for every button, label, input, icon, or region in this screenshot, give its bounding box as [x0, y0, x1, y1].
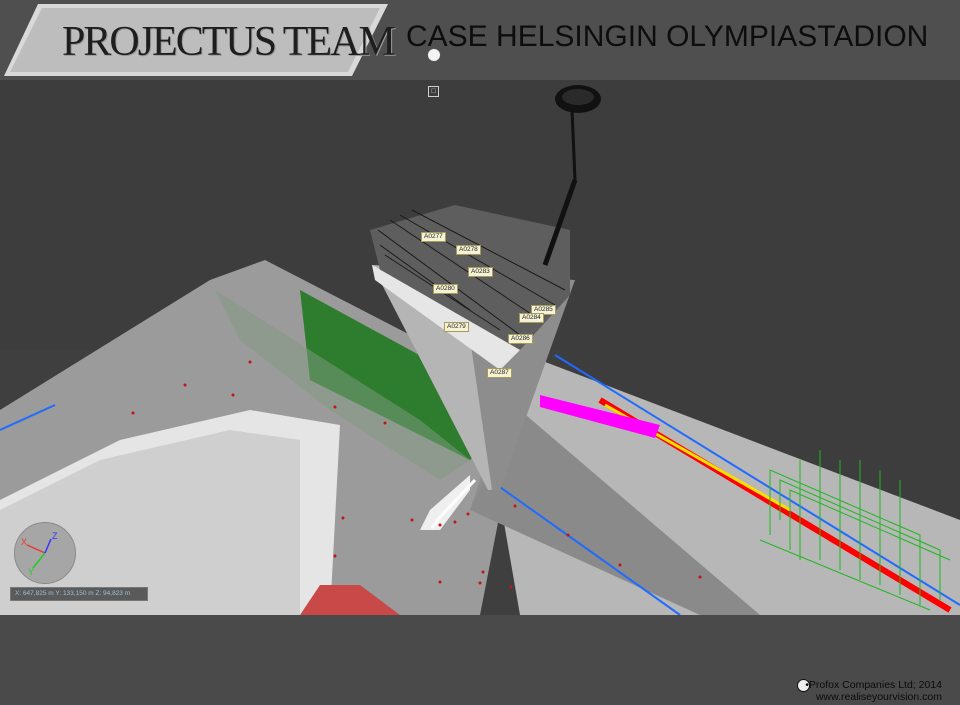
axis-x-label: X	[21, 537, 27, 547]
tag-a0280[interactable]: A0280	[433, 284, 458, 294]
page-title: CASE HELSINGIN OLYMPIASTADION	[406, 20, 929, 53]
coordinate-readout: X: 647,825 m Y: 133,150 m Z: 94,823 m	[10, 587, 148, 601]
tag-a0279[interactable]: A0279	[444, 322, 469, 332]
copyright-block: •Profox Companies Ltd; 2014 www.realisey…	[805, 679, 942, 703]
axis-y-label: Y	[28, 567, 34, 577]
axis-gizmo[interactable]: X Y Z	[14, 522, 76, 584]
header-bar: PROJECTUS TEAM CASE HELSINGIN OLYMPIASTA…	[0, 0, 960, 80]
view-cube-icon[interactable]: □	[428, 86, 439, 97]
website-link[interactable]: www.realiseyourvision.com	[815, 691, 942, 703]
tag-a0286[interactable]: A0286	[508, 334, 533, 344]
axis-gizmo-icon: X Y Z	[21, 531, 58, 577]
tag-a0278[interactable]: A0278	[456, 245, 481, 255]
copyright-icon	[797, 679, 810, 692]
tag-a0277[interactable]: A0277	[421, 232, 446, 242]
3d-viewport[interactable]: □ A0277 A0278 A0283 A0280 A0279 A0285 A0…	[0, 80, 960, 615]
copyright-text: •Profox Companies Ltd; 2014	[805, 679, 942, 691]
footer: •Profox Companies Ltd; 2014 www.realisey…	[0, 615, 960, 705]
logo: PROJECTUS TEAM	[62, 19, 396, 65]
title-marker-dot	[427, 48, 441, 62]
stadium-tower-scene[interactable]	[0, 80, 960, 615]
tag-a0284[interactable]: A0284	[519, 313, 544, 323]
axis-z-label: Z	[52, 531, 58, 541]
logo-plate	[4, 4, 388, 76]
tag-a0287[interactable]: A0287	[487, 368, 512, 378]
tag-a0283[interactable]: A0283	[468, 267, 493, 277]
